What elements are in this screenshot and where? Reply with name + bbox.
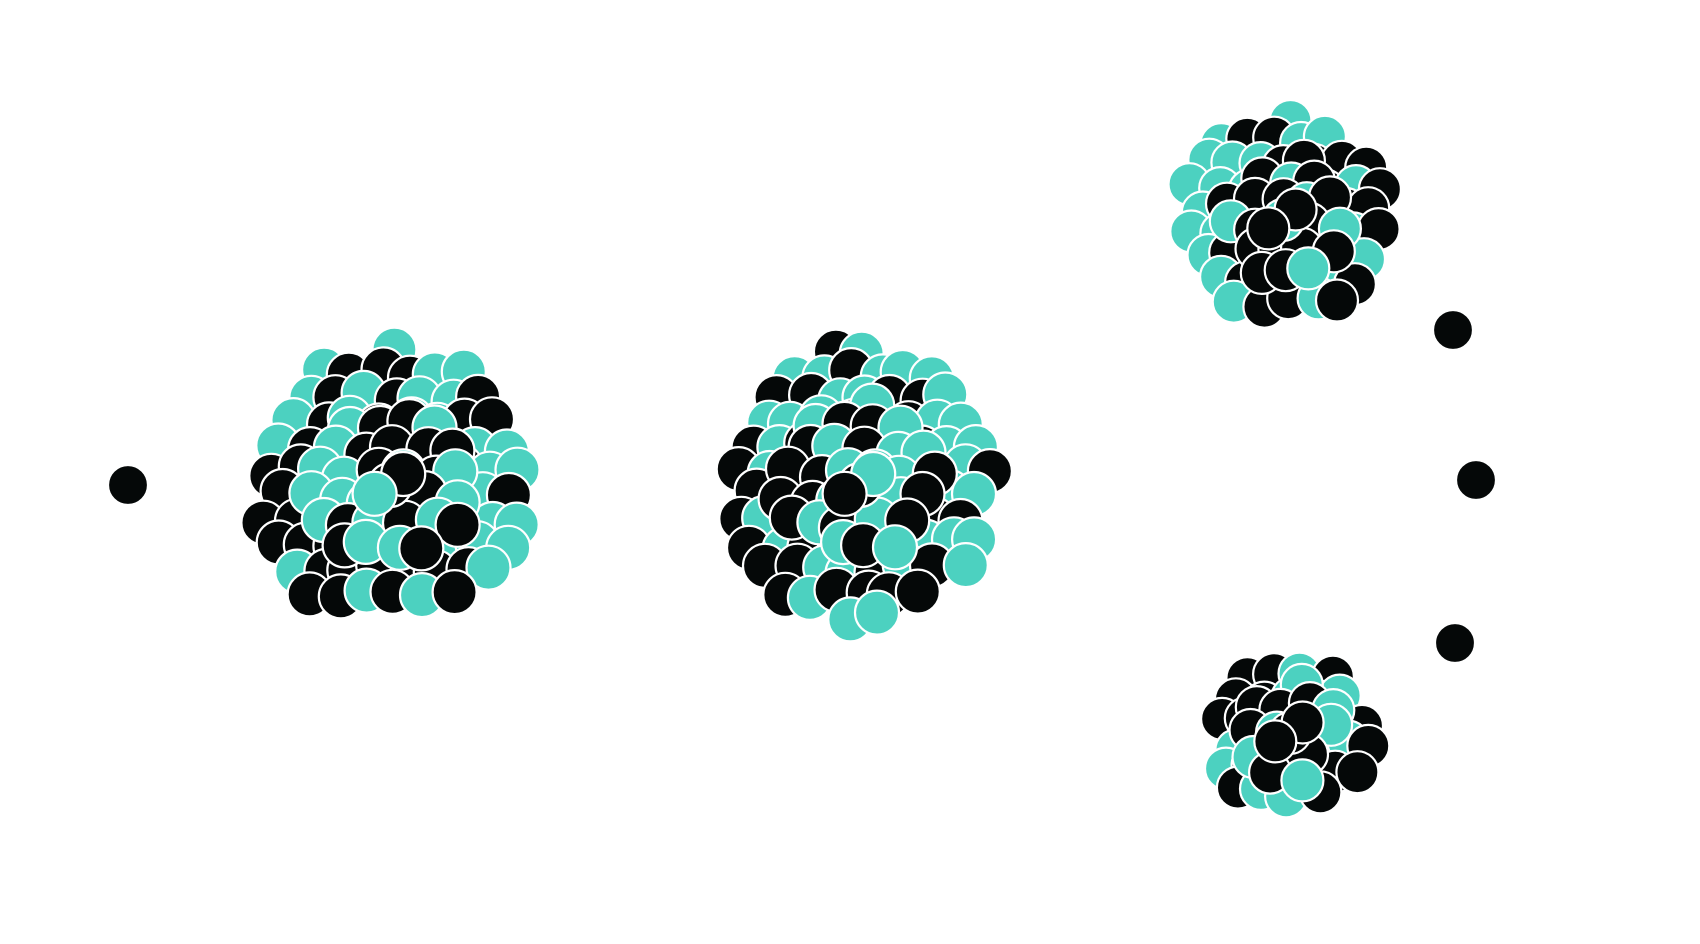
released-neutron-bottom	[1433, 621, 1477, 665]
fission-fragment-upper	[1167, 98, 1403, 329]
neutron-sphere	[1314, 278, 1360, 323]
excited-compound-nucleus	[715, 328, 1014, 643]
released-neutron-top	[1431, 308, 1475, 352]
proton-sphere	[1280, 758, 1325, 803]
proton-sphere	[853, 589, 901, 636]
neutron-sphere	[821, 470, 868, 517]
neutron-sphere	[894, 568, 941, 615]
neutron-sphere	[434, 501, 481, 548]
neutron-sphere	[1335, 750, 1380, 795]
neutron-sphere	[1454, 458, 1498, 502]
fission-fragment-lower	[1199, 651, 1391, 819]
proton-sphere	[465, 544, 512, 591]
neutron-sphere	[1253, 719, 1298, 764]
target-nucleus	[240, 326, 541, 620]
proton-sphere	[351, 470, 398, 517]
proton-sphere	[1286, 246, 1331, 291]
proton-sphere	[871, 524, 919, 571]
neutron-sphere	[431, 568, 478, 616]
neutron-sphere	[106, 463, 150, 507]
released-neutron-middle	[1454, 458, 1498, 502]
proton-sphere	[942, 541, 989, 589]
neutron-sphere	[1246, 206, 1291, 251]
neutron-sphere	[1433, 621, 1477, 665]
incoming-neutron	[106, 463, 150, 507]
neutron-sphere	[1431, 308, 1475, 352]
neutron-sphere	[398, 525, 445, 572]
